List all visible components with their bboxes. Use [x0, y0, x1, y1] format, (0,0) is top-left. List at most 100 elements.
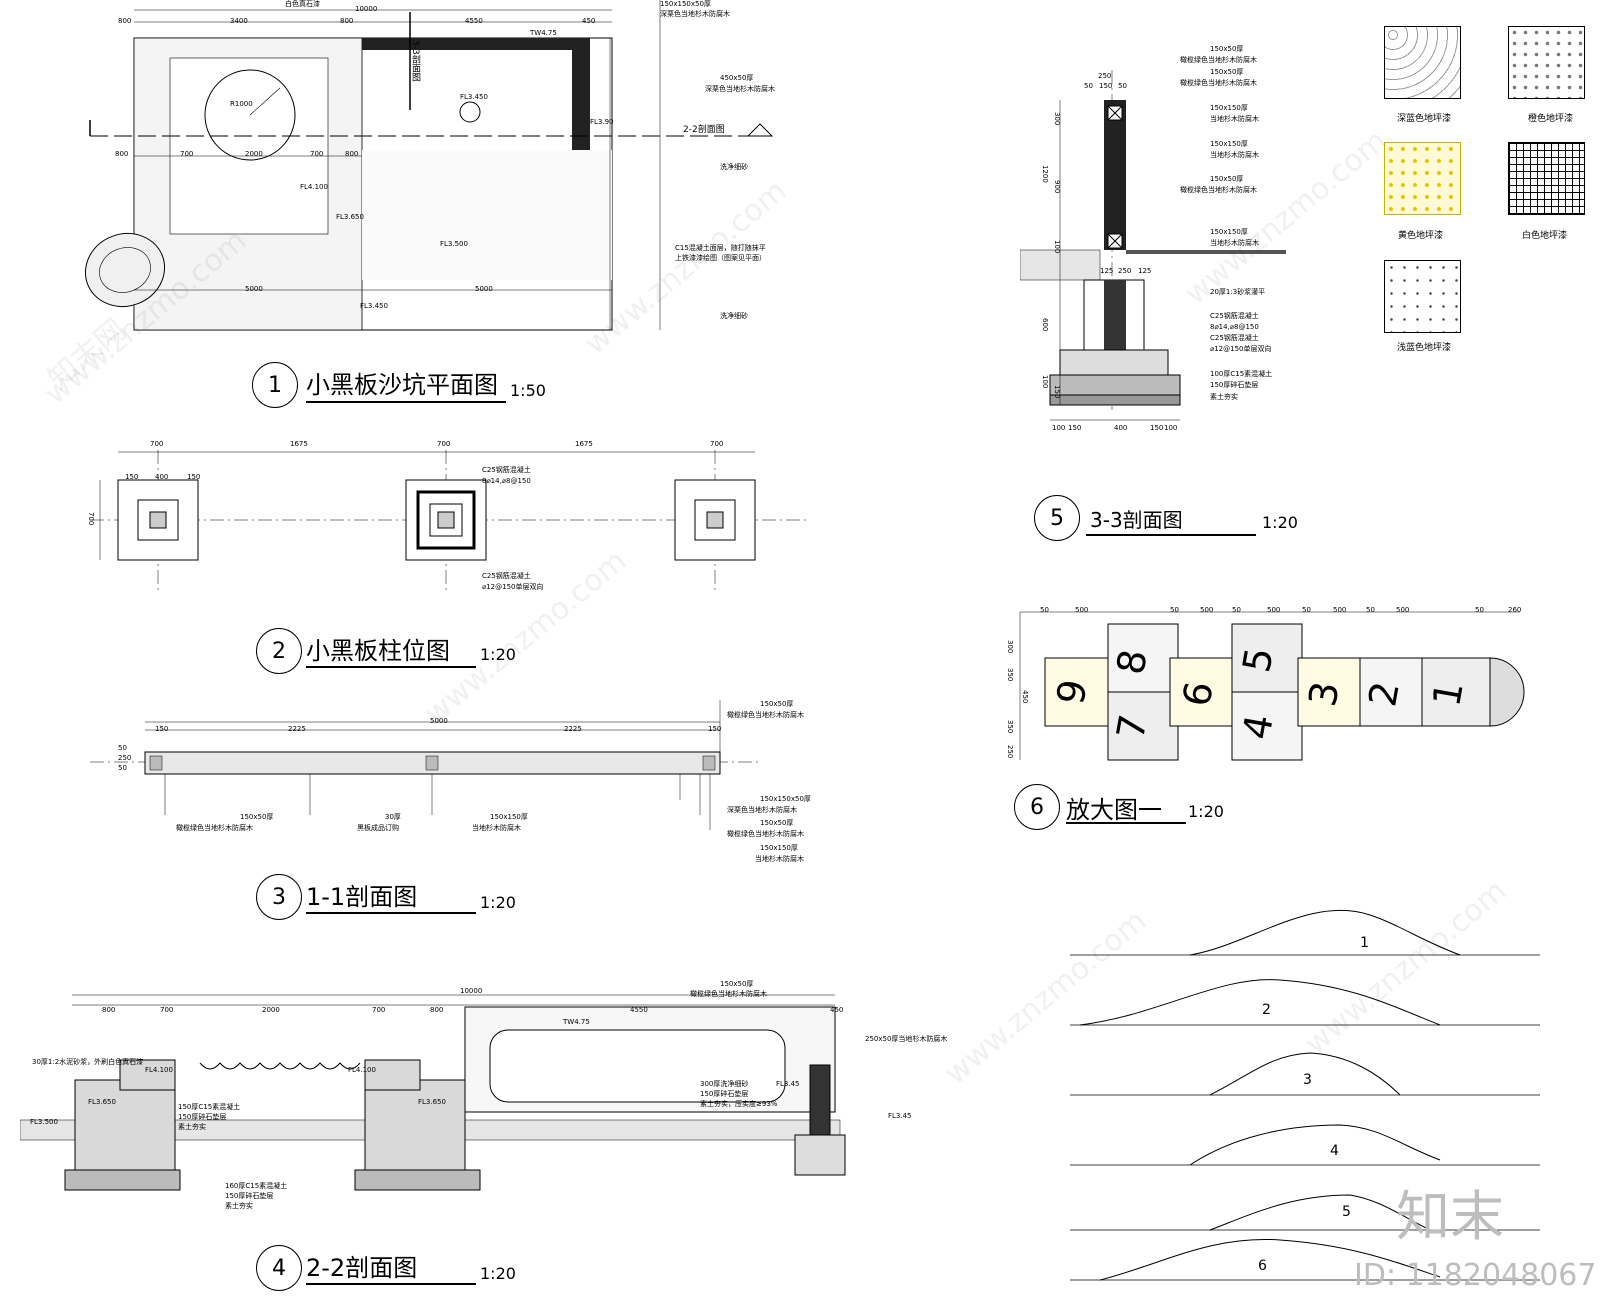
sec11-dim-2: 2225	[288, 725, 306, 733]
sec33-note-11: 150x150厚	[1210, 228, 1248, 236]
plan-note-8: 上铁漆漆绘图（图案见平面）	[675, 254, 766, 262]
sec33-note-18: 100厚C15素混凝土	[1210, 370, 1273, 378]
title-underline-6	[1066, 822, 1186, 824]
sec22-lnote-5: 160厚C15素混凝土	[225, 1182, 288, 1190]
sec33-bottom-2: 150	[1068, 424, 1082, 432]
hop-top-4: 500	[1200, 606, 1214, 614]
curve-label-6: 6	[1258, 1258, 1267, 1274]
sec11-rnote-7: 150x150厚	[760, 844, 798, 852]
plan-dim-3400: 3400	[230, 17, 248, 25]
col-dim-700c: 700	[710, 440, 724, 448]
swatch-label-navy: 深蓝色地坪漆	[1397, 114, 1452, 124]
hop-top-9: 50	[1366, 606, 1375, 614]
section-2-2-drawing	[20, 994, 846, 1191]
drawing-number-6: 6	[1014, 784, 1060, 830]
sec22-rnote-1: 150x50厚	[720, 980, 754, 988]
curve-label-1: 1	[1360, 935, 1369, 951]
column-layout-drawing	[90, 450, 810, 590]
drawing-number-2: 2	[256, 628, 302, 674]
sec33-left-5: 600	[1041, 318, 1049, 332]
sec22-lvl-4: FL4.100	[348, 1066, 376, 1074]
curve-label-4: 4	[1330, 1143, 1339, 1159]
plan-total: 10000	[355, 5, 378, 13]
sec33-left-2: 900	[1053, 180, 1061, 194]
plan-mid-2000: 2000	[245, 150, 263, 158]
plan-level-5: FL3.450	[360, 302, 388, 310]
sec22-rnote-3: 300厚洗净细砂	[700, 1080, 749, 1088]
sec33-note-19: 150厚碎石垫层	[1210, 381, 1259, 389]
sec11-dim-4: 150	[708, 725, 722, 733]
title-underline-4	[306, 1283, 476, 1285]
sec11-bnote-5: 150x150厚	[490, 813, 528, 821]
sec11-bnote-6: 当地杉木防腐木	[472, 824, 521, 832]
drawing-scale-5: 1:20	[1262, 513, 1298, 532]
col-small-150b: 150	[187, 473, 201, 481]
plan-note-4: 450x50厚	[720, 74, 754, 82]
drawing-title-2: 小黑板柱位图	[306, 637, 450, 665]
plan-dim-450: 450	[582, 17, 596, 25]
swatch-label-lightblue: 浅蓝色地坪漆	[1397, 343, 1452, 353]
sec22-lvl-7: FL3.45	[776, 1080, 800, 1088]
sec22-lvl-2: FL3.650	[88, 1098, 116, 1106]
swatch-label-orange: 橙色地坪漆	[1528, 114, 1574, 124]
sec11-total: 5000	[430, 717, 448, 725]
sec11-rnote-8: 当地杉木防腐木	[755, 855, 804, 863]
sec22-lvl-5: FL3.650	[418, 1098, 446, 1106]
watermark-id: ID: 1182048067	[1354, 1258, 1597, 1293]
plan-note-6: 洗净细砂	[720, 163, 748, 171]
col-note-3: C25钢筋混凝土	[482, 572, 531, 580]
sec33-top-3: 150	[1099, 82, 1113, 90]
sec33-left-3: 1200	[1041, 165, 1049, 183]
col-dim-1675a: 1675	[290, 440, 308, 448]
hop-left-5: 250	[1006, 745, 1014, 759]
sec33-note-5: 150x150厚	[1210, 104, 1248, 112]
curve-label-3: 3	[1303, 1072, 1312, 1088]
sec11-left-3: 50	[118, 764, 127, 772]
sec33-note-7: 150x150厚	[1210, 140, 1248, 148]
curve-label-2: 2	[1262, 1002, 1271, 1018]
sec33-note-3: 150x50厚	[1210, 68, 1244, 76]
drawing-scale-1: 1:50	[510, 381, 546, 400]
sec11-left-1: 50	[118, 744, 127, 752]
drawing-title-1: 小黑板沙坑平面图	[306, 371, 498, 399]
sec33-left-6: 100	[1041, 375, 1049, 389]
sec33-note-10: 橄榄绿色当地杉木防腐木	[1180, 186, 1257, 194]
sec22-dim-4: 700	[372, 1006, 386, 1014]
sec22-dim-3: 2000	[262, 1006, 280, 1014]
sec22-dim-2: 700	[160, 1006, 174, 1014]
sec22-lnote-1: 30厚1:2水泥砂浆，外刷白色真石漆	[32, 1058, 144, 1066]
drawing-number-3: 3	[256, 874, 302, 920]
plan-level-4: FL3.500	[440, 240, 468, 248]
sec11-bnote-1: 150x50厚	[240, 813, 274, 821]
sec11-bnote-4: 黑板成品订购	[357, 824, 399, 832]
hop-top-8: 500	[1333, 606, 1347, 614]
swatch-label-white: 白色地坪漆	[1522, 231, 1568, 241]
drawing-scale-2: 1:20	[480, 645, 516, 664]
sec33-bottom-5: 100	[1164, 424, 1178, 432]
swatch-white	[1508, 142, 1585, 215]
drawing-number-4: 4	[256, 1245, 302, 1291]
watermark-brand: 知末	[1396, 1185, 1504, 1248]
plan-level-7: FL3.90	[590, 118, 614, 126]
drawing-number-1: 1	[252, 362, 298, 408]
sec33-note-8: 当地杉木防腐木	[1210, 151, 1259, 159]
plan-mid-800b: 800	[345, 150, 359, 158]
drawing-number-5: 5	[1034, 495, 1080, 541]
drawing-scale-6: 1:20	[1188, 802, 1224, 821]
hop-left-3: 450	[1021, 690, 1029, 704]
sec22-dim-5: 800	[430, 1006, 444, 1014]
plan-level-3: FL3.650	[336, 213, 364, 221]
plan-section-22: 2-2剖面图	[683, 125, 725, 135]
col-small-400: 400	[155, 473, 169, 481]
title-underline-2	[306, 666, 476, 668]
plan-note-7: C15混凝土面层，随打随抹平	[675, 244, 766, 252]
wave-profiles-drawing	[1070, 909, 1540, 1281]
sec33-note-9: 150x50厚	[1210, 175, 1244, 183]
sec33-bottom-3: 400	[1114, 424, 1128, 432]
sec33-bottom-1: 100	[1052, 424, 1066, 432]
sec22-lvl-6: TW4.75	[563, 1018, 590, 1026]
hop-top-2: 500	[1075, 606, 1089, 614]
sec22-lnote-4: 素土夯实	[178, 1123, 206, 1131]
sec11-bnote-2: 橄榄绿色当地杉木防腐木	[176, 824, 253, 832]
sec11-rnote-5: 150x50厚	[760, 819, 794, 827]
